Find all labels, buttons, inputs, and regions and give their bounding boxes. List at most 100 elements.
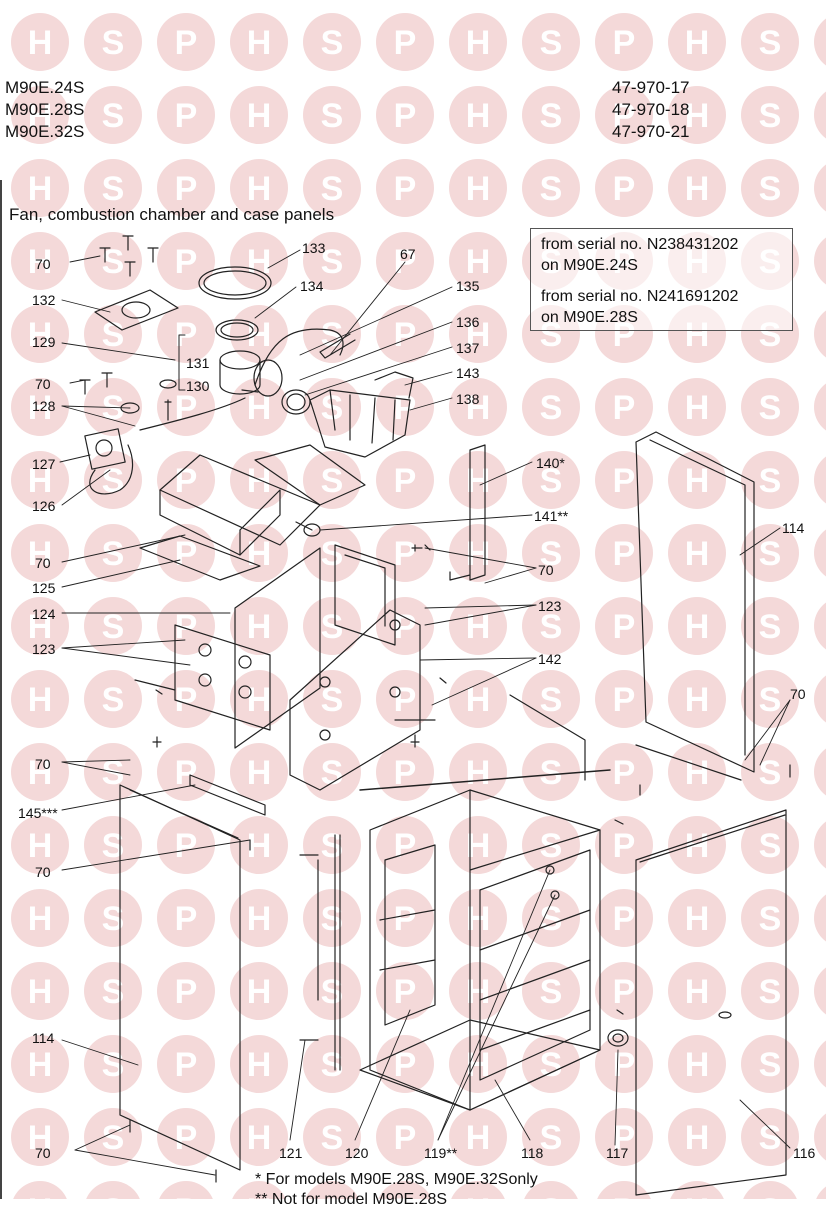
svg-text:P: P [175,973,198,1011]
svg-text:H: H [466,243,491,281]
svg-text:S: S [540,1046,563,1084]
part-number: 47-970-21 [612,122,690,141]
svg-text:S: S [102,316,125,354]
watermark-badge: S [741,451,799,509]
screws-top-left [79,235,159,395]
flue-ring [281,389,311,415]
side-insulation-right [334,544,396,646]
chamber-top-panel [139,444,366,581]
svg-text:S: S [321,973,344,1011]
svg-text:S: S [321,97,344,135]
svg-text:H: H [466,389,491,427]
watermark-badge: P [814,18,826,66]
watermark-badge: P [159,1181,213,1199]
watermark-badge: S [303,743,361,801]
svg-text:H: H [466,170,491,208]
svg-text:H: H [685,754,710,792]
svg-text:H: H [466,1192,491,1199]
watermark-badge: P [595,451,653,509]
svg-text:P: P [175,1046,198,1084]
svg-text:S: S [321,1192,344,1199]
watermark-badge: S [741,597,799,655]
watermark-badge: H [230,962,288,1020]
watermark-badge: S [303,816,361,874]
svg-text:S: S [540,900,563,938]
serial-note-line: on M90E.28S [541,309,638,326]
grommet [607,1029,629,1047]
svg-text:H: H [28,608,53,646]
svg-text:S: S [540,1192,563,1199]
svg-text:H: H [247,754,272,792]
watermark-badge: P [595,889,653,947]
svg-text:P: P [613,681,636,719]
watermark-badge: H [13,1181,67,1199]
svg-text:S: S [759,535,782,573]
svg-text:H: H [685,1119,710,1157]
callout-124: 124 [32,606,56,622]
combustion-chamber-panel [289,609,436,791]
watermark-badge: H [668,524,726,582]
svg-text:P: P [613,535,636,573]
callout-70: 70 [35,1145,51,1161]
watermark-badge: S [84,524,142,582]
watermark-badge: H [668,743,726,801]
watermark-badge: H [449,451,507,509]
watermark-badge: S [741,159,799,217]
svg-text:S: S [540,462,563,500]
watermark-badge: S [522,1035,580,1093]
callout-114: 114 [32,1030,55,1046]
svg-text:S: S [540,827,563,865]
watermark-badge: P [814,1040,826,1088]
svg-text:H: H [685,462,710,500]
svg-text:H: H [28,243,53,281]
watermark-badge: S [84,1108,142,1166]
watermark-badge: H [230,86,288,144]
watermark-badge: P [376,1108,434,1166]
svg-text:H: H [247,681,272,719]
callout-123: 123 [538,598,562,614]
watermark-badge: S [741,86,799,144]
svg-text:H: H [247,1192,272,1199]
watermark-badge: H [230,159,288,217]
watermark-badge: H [230,597,288,655]
watermark-badge: S [741,889,799,947]
sensing-tube [139,328,344,431]
svg-text:P: P [613,1119,636,1157]
svg-text:P: P [175,1192,198,1199]
svg-text:H: H [28,462,53,500]
svg-text:H: H [28,389,53,427]
watermark-badge: P [595,159,653,217]
watermark-badge: S [84,1035,142,1093]
watermark-badge: P [376,305,434,363]
svg-text:S: S [102,1119,125,1157]
watermark-badge: H [11,597,69,655]
callout-133: 133 [302,240,326,256]
watermark-badge: H [11,524,69,582]
pressure-switch [84,428,134,495]
cabinet-frame [359,694,611,1111]
svg-text:P: P [613,97,636,135]
svg-text:P: P [613,973,636,1011]
svg-text:H: H [247,170,272,208]
watermark-badge: P [814,91,826,139]
watermark-badge: S [84,159,142,217]
watermark-badge: S [522,13,580,71]
svg-text:H: H [466,1119,491,1157]
callout-125: 125 [32,580,56,596]
svg-text:P: P [394,608,417,646]
watermark-badge: S [522,524,580,582]
watermark-badge: S [303,305,361,363]
svg-text:P: P [175,681,198,719]
watermark-badge: S [522,159,580,217]
callout-70: 70 [538,562,554,578]
watermark-badge: H [449,1108,507,1166]
watermark-badge: S [741,962,799,1020]
callout-70: 70 [790,686,806,702]
watermark-badge: S [522,86,580,144]
svg-text:P: P [175,316,198,354]
watermark-badge: P [378,1181,432,1199]
svg-text:H: H [247,389,272,427]
insulation-panel [234,547,321,749]
svg-text:P: P [613,1046,636,1084]
watermark-badge: P [816,1186,826,1199]
